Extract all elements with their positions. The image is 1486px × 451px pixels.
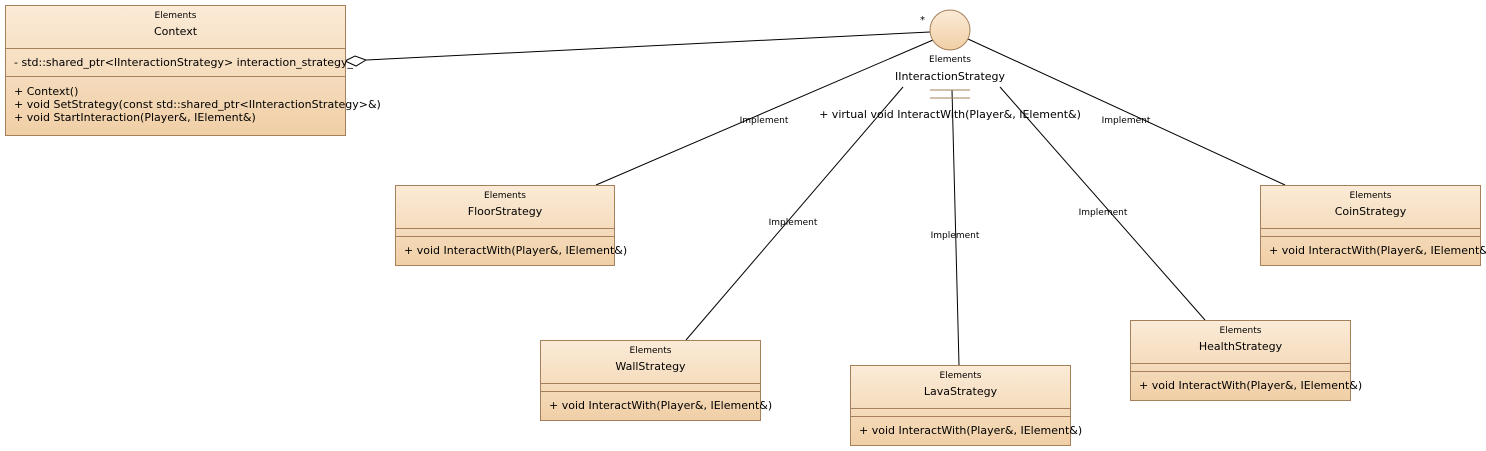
class-name: CoinStrategy — [1334, 205, 1407, 218]
implement-line-coin — [967, 38, 1286, 186]
multiplicity-label: * — [920, 15, 925, 26]
interface-operation: + virtual void InteractWith(Player&, IEl… — [819, 108, 1081, 121]
class-operation: + void InteractWith(Player&, IElement&) — [1269, 244, 1486, 257]
implement-label-lava: Implement — [930, 231, 980, 241]
class-separator — [851, 416, 1070, 417]
implement-line-health — [999, 86, 1206, 321]
class-separator — [1261, 236, 1480, 237]
class-name: WallStrategy — [615, 360, 686, 373]
class-separator — [541, 391, 760, 392]
implement-label-health: Implement — [1078, 208, 1128, 218]
class-separator — [396, 236, 614, 237]
class-context[interactable]: Elements Context - std::shared_ptr<IInte… — [5, 5, 381, 136]
class-separator — [1131, 371, 1350, 372]
class-stereotype: Elements — [154, 11, 197, 21]
class-floor-strategy[interactable]: Elements FloorStrategy + void InteractWi… — [395, 185, 627, 266]
class-name: HealthStrategy — [1198, 340, 1283, 353]
class-operation: + void StartInteraction(Player&, IElemen… — [14, 111, 256, 124]
implement-label-floor: Implement — [739, 116, 789, 126]
class-coin-strategy[interactable]: Elements CoinStrategy + void InteractWit… — [1260, 185, 1486, 266]
interface-name: IInteractionStrategy — [894, 70, 1006, 83]
class-operation: + void InteractWith(Player&, IElement&) — [549, 399, 773, 412]
interface-lollipop-icon — [929, 9, 971, 51]
class-lava-strategy[interactable]: Elements LavaStrategy + void InteractWit… — [850, 365, 1082, 446]
class-operation: + void InteractWith(Player&, IElement&) — [404, 244, 628, 257]
class-stereotype: Elements — [629, 346, 672, 356]
interface-stereotype: Elements — [929, 55, 971, 65]
implement-line-wall — [685, 86, 904, 341]
class-attribute: - std::shared_ptr<IInteractionStrategy> … — [14, 56, 354, 69]
class-name: Context — [153, 25, 198, 38]
aggregation-diamond — [343, 55, 368, 67]
class-operation: + void SetStrategy(const std::shared_ptr… — [14, 98, 381, 111]
class-stereotype: Elements — [939, 371, 982, 381]
class-separator — [1131, 363, 1350, 364]
class-operation: + void InteractWith(Player&, IElement&) — [1139, 379, 1363, 392]
class-separator — [541, 383, 760, 384]
class-separator — [6, 76, 345, 77]
class-stereotype: Elements — [1219, 326, 1262, 336]
implement-line-lava — [951, 89, 960, 366]
class-separator — [1261, 228, 1480, 229]
class-separator — [396, 228, 614, 229]
class-name: FloorStrategy — [467, 205, 543, 218]
class-stereotype: Elements — [1349, 191, 1392, 201]
implement-line-floor — [595, 39, 934, 186]
aggregation-line — [365, 31, 931, 61]
class-name: LavaStrategy — [923, 385, 998, 398]
class-operation: + Context() — [14, 85, 79, 98]
class-health-strategy[interactable]: Elements HealthStrategy + void InteractW… — [1130, 320, 1362, 401]
class-separator — [851, 408, 1070, 409]
implement-label-wall: Implement — [768, 218, 818, 228]
class-stereotype: Elements — [484, 191, 526, 201]
implement-label-coin: Implement — [1101, 116, 1151, 126]
class-wall-strategy[interactable]: Elements WallStrategy + void InteractWit… — [540, 340, 772, 421]
class-separator — [6, 48, 345, 49]
class-operation: + void InteractWith(Player&, IElement&) — [859, 424, 1083, 437]
